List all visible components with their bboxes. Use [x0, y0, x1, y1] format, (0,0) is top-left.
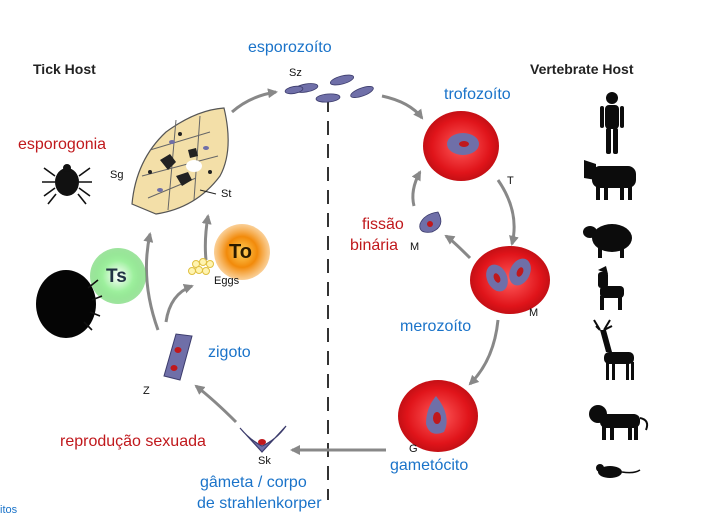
arrow-to-gametocyte: [468, 319, 500, 386]
sg-label: Sg: [110, 169, 124, 181]
human-icon: [600, 92, 624, 154]
zygote-cell: [163, 333, 193, 381]
arrow-eggs-to-salivary: [201, 214, 212, 261]
binary-fission-parasite: [419, 211, 442, 233]
rbc-gametocyte: [398, 380, 478, 452]
footer-fragment: itos: [0, 504, 18, 516]
gamete-strahlenkorper: [239, 425, 287, 453]
engorged-tick-icon: [36, 270, 103, 338]
arrow-to-trophozoite: [381, 94, 424, 120]
eggs-cluster: [188, 258, 214, 275]
gametocyte-label: gametócito: [390, 457, 469, 474]
eggs-label: Eggs: [214, 275, 240, 287]
rbc-merozoite: [470, 246, 550, 314]
trophozoite-label: trofozoíto: [444, 86, 511, 103]
to-badge: [214, 224, 270, 280]
dog-icon: [598, 266, 624, 310]
sporozoite-label: esporozoíto: [248, 39, 332, 56]
rodent-icon: [596, 464, 641, 478]
vertebrate-host-header: Vertebrate Host: [530, 61, 634, 77]
binary-fission-label-line1: fissão: [362, 216, 404, 233]
merozoite-label: merozoíto: [400, 318, 472, 335]
deer-icon: [593, 319, 634, 380]
g-label: G: [409, 443, 418, 455]
cow-icon: [584, 160, 636, 200]
t-label: T: [507, 175, 514, 187]
sz-label: Sz: [289, 67, 302, 79]
sk-label: Sk: [258, 455, 271, 467]
arrow-to-merozoite: [496, 179, 519, 246]
zygote-label: zigoto: [208, 344, 251, 361]
binary-fission-label-line2: binária: [350, 237, 399, 254]
ts-badge-label: Ts: [106, 266, 127, 287]
sheep-icon: [583, 224, 632, 258]
arrow-to-sporozoite: [231, 88, 278, 114]
ts-badge: [90, 248, 146, 304]
arrow-to-fission: [444, 234, 472, 260]
arrow-to-eggs: [164, 284, 194, 323]
to-badge-label: To: [229, 241, 252, 263]
arrow-fission-back: [411, 170, 422, 207]
lion-icon: [589, 405, 649, 440]
arrow-to-zygote: [194, 384, 238, 424]
tick-icon: [42, 164, 92, 205]
z-label: Z: [143, 385, 150, 397]
arrow-to-salivary: [143, 232, 160, 331]
salivary-gland: [131, 107, 229, 215]
sexual-reproduction-label: reprodução sexuada: [60, 433, 206, 450]
tick-host-header: Tick Host: [33, 61, 96, 77]
sporozoite-cluster: [284, 74, 374, 103]
gamete-label-line1: gâmeta / corpo: [200, 474, 307, 491]
rbc-trophozoite: [423, 111, 499, 181]
st-label: St: [221, 188, 232, 200]
m-label-fission: M: [410, 241, 420, 253]
sporogony-label: esporogonia: [18, 136, 107, 153]
m-label-merozoite: M: [529, 307, 539, 319]
gamete-label-line2: de strahlenkorper: [197, 495, 322, 512]
